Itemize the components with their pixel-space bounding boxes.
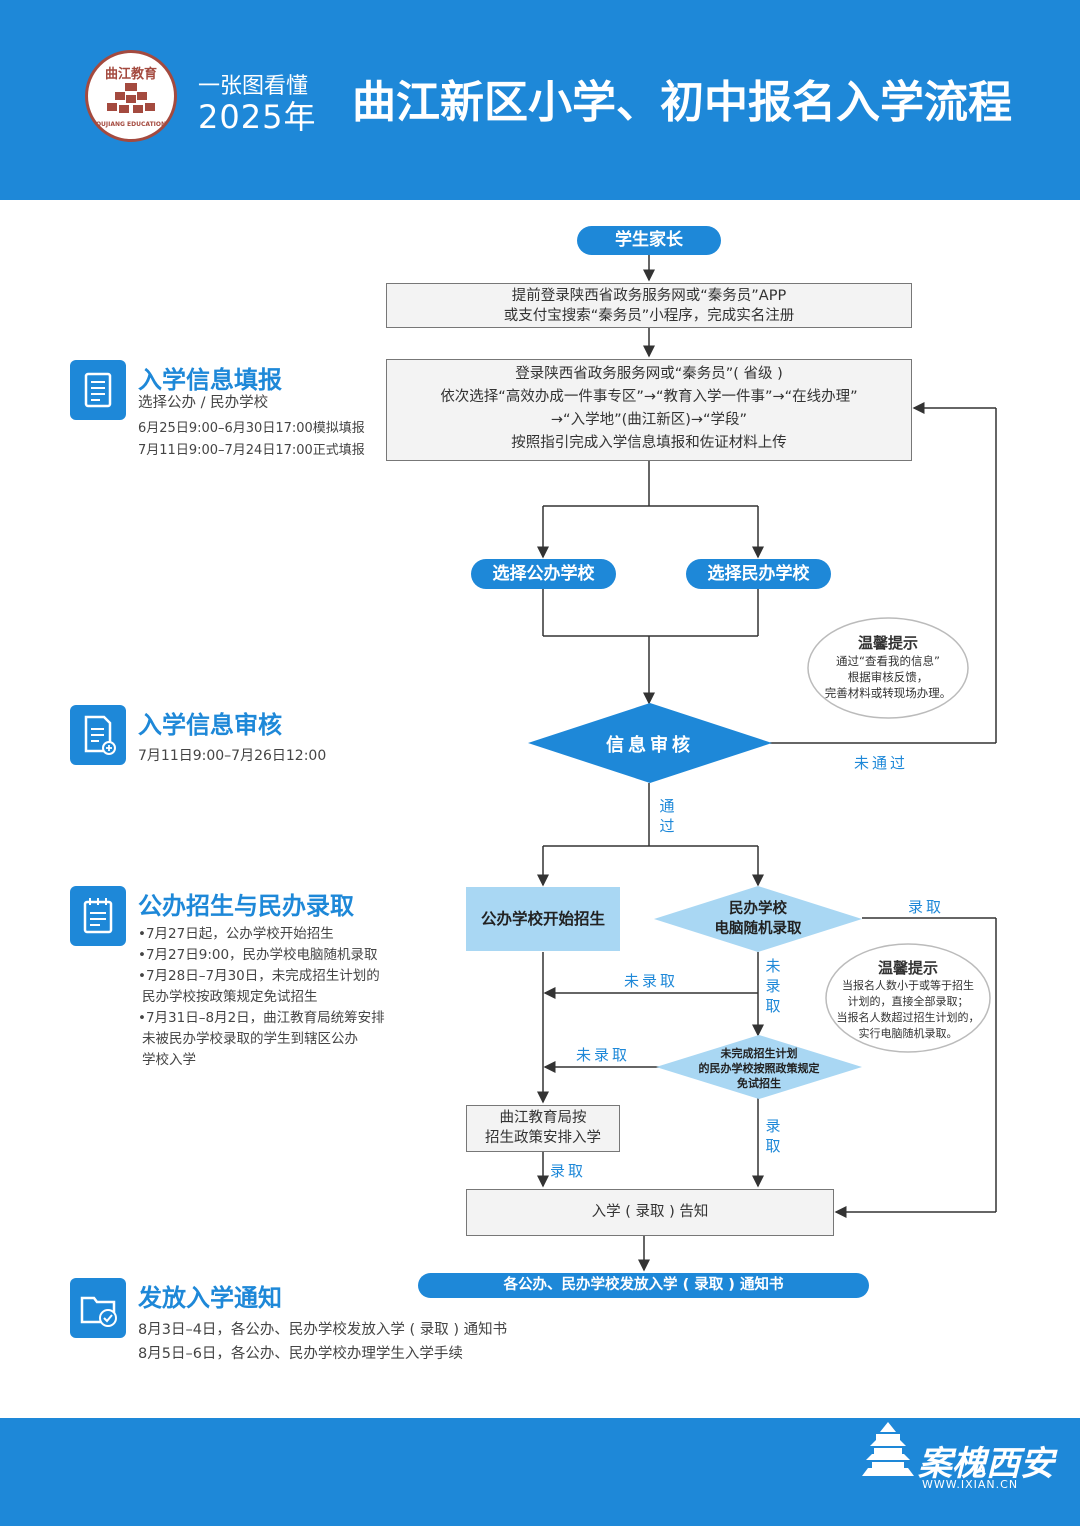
bureau-arrangement-box: 曲江教育局按 招生政策安排入学: [466, 1105, 620, 1152]
tip2-line1: 当报名人数小于或等于招生: [842, 979, 974, 992]
footer-brand: 案槐西安: [918, 1444, 1054, 1484]
section-review-title: 入学信息审核: [138, 711, 282, 739]
page-title: 曲江新区小学、初中报名入学流程: [352, 77, 1012, 128]
private-lottery-line2: 电脑随机录取: [714, 921, 802, 937]
unfinished-plan-text: 未完成招生计划 的民办学校按照政策规定 免试招生: [656, 1046, 862, 1091]
qujiang-education-logo: 曲江教育 QUJIANG EDUCATION: [85, 50, 177, 142]
tip1-title: 温馨提示: [857, 634, 918, 652]
choose-private-school-pill: 选择民办学校: [686, 559, 831, 589]
section-enroll-line4: 民办学校按政策规定免试招生: [142, 989, 318, 1005]
footer-url: WWW.IXIAN.CN: [922, 1478, 1019, 1491]
header-subtitle-year: 2025年: [198, 98, 317, 136]
section-notice-title: 发放入学通知: [138, 1284, 282, 1312]
pagoda-icon: [862, 1422, 914, 1476]
admitted-vertical-label: 录取: [765, 1117, 781, 1155]
choose-private-label: 选择民办学校: [707, 564, 810, 584]
section-fill-title: 入学信息填报: [138, 366, 282, 394]
section-review-icon-box: [70, 705, 126, 765]
start-label: 学生家长: [615, 230, 683, 250]
document-review-icon: [84, 715, 116, 755]
section-notice-line1: 8月3日–4日，各公办、民办学校发放入学 ( 录取 ) 通知书: [138, 1322, 508, 1338]
notice-label: 入学 ( 录取 ) 告知: [591, 1204, 709, 1220]
choose-public-school-pill: 选择公办学校: [471, 559, 616, 589]
step-fill-line1: 登录陕西省政务服务网或“秦务员”( 省级 ): [515, 366, 783, 382]
private-lottery-diamond-shape: [654, 886, 862, 952]
section-fill-line3: 7月11日9:00–7月24日17:00正式填报: [138, 443, 365, 458]
bureau-line1: 曲江教育局按: [499, 1110, 587, 1126]
header-subtitle-line1: 一张图看懂: [198, 74, 309, 99]
header-banner: 曲江教育 QUJIANG EDUCATION 一张图看懂 2025年 曲江新区小…: [0, 0, 1080, 200]
not-admitted-vertical-label: 未录取: [765, 957, 781, 1015]
admitted-label-right: 录取: [908, 898, 945, 916]
tip1-line3: 完善材料或转现场办理。: [824, 686, 952, 700]
tip1-line1: 通过“查看我的信息”: [836, 654, 940, 668]
section-enroll-line7: 学校入学: [142, 1052, 196, 1068]
review-label: 信息审核: [606, 735, 694, 756]
unfinished-plan-diamond-shape: [656, 1035, 862, 1099]
section-enroll-line6: 未被民办学校录取的学生到辖区公办: [142, 1031, 358, 1047]
bureau-line2: 招生政策安排入学: [485, 1130, 601, 1146]
step-fill-line4: 按照指引完成入学信息填报和佐证材料上传: [511, 435, 787, 451]
section-fill-line1: 选择公办 / 民办学校: [138, 395, 269, 411]
step-online-fill-box: 登录陕西省政务服务网或“秦务员”( 省级 ) 依次选择“高效办成一件事专区”→“…: [386, 359, 912, 461]
unfinished-line1: 未完成招生计划: [720, 1047, 798, 1060]
unfinished-line2: 的民办学校按照政策规定: [698, 1062, 820, 1075]
step-fill-line3: →“入学地”(曲江新区)→“学段”: [550, 412, 748, 428]
tip2-line2: 计划的，直接全部录取；: [847, 995, 969, 1008]
tip2-line3: 当报名人数超过招生计划的，: [836, 1011, 980, 1024]
logo-text-bottom: QUJIANG EDUCATION: [95, 121, 167, 128]
choose-public-label: 选择公办学校: [492, 564, 595, 584]
section-review-line1: 7月11日9:00–7月26日12:00: [138, 748, 327, 764]
step-register-line1: 提前登录陕西省政务服务网或“秦务员”APP: [511, 288, 787, 304]
step-fill-line2: 依次选择“高效办成一件事专区”→“教育入学一件事”→“在线办理”: [440, 389, 858, 405]
public-start-label: 公办学校开始招生: [480, 910, 605, 928]
section-enroll-line5: •7月31日–8月2日，曲江教育局统筹安排: [138, 1010, 385, 1026]
final-notice-pill: 各公办、民办学校发放入学 ( 录取 ) 通知书: [418, 1273, 869, 1298]
logo-emblem-icon: [107, 83, 155, 113]
tip-cloud-2: 温馨提示 当报名人数小于或等于招生 计划的，直接全部录取； 当报名人数超过招生计…: [828, 957, 988, 1042]
document-icon: [84, 372, 112, 408]
unfinished-line3: 免试招生: [737, 1077, 781, 1090]
folder-check-icon: [80, 1296, 117, 1327]
tip-cloud-2-shape: [825, 943, 991, 1053]
logo-text-top: 曲江教育: [104, 67, 157, 82]
section-enroll-icon-box: [70, 886, 126, 946]
tip-cloud-1: 温馨提示 通过“查看我的信息” 根据审核反馈， 完善材料或转现场办理。: [812, 632, 964, 701]
section-enroll-line3: •7月28日–7月30日，未完成招生计划的: [138, 968, 380, 984]
notepad-icon: [83, 898, 113, 934]
tip1-line2: 根据审核反馈，: [847, 670, 929, 684]
not-pass-label: 未通过: [854, 754, 909, 772]
section-notice-icon-box: [70, 1278, 126, 1338]
review-diamond-shape: [528, 703, 772, 783]
section-enroll-text: •7月27日起，公办学校开始招生 •7月27日9:00，民办学校电脑随机录取 •…: [138, 924, 385, 1071]
admitted-label-bottom: 录取: [550, 1162, 587, 1180]
section-fill-line2: 6月25日9:00–6月30日17:00模拟填报: [138, 421, 365, 436]
public-enrollment-box: 公办学校开始招生: [466, 887, 620, 951]
step-register-box: 提前登录陕西省政务服务网或“秦务员”APP 或支付宝搜索“秦务员”小程序，完成实…: [386, 283, 912, 328]
section-notice-line2: 8月5日–6日，各公办、民办学校办理学生入学手续: [138, 1346, 463, 1362]
section-fill-icon-box: [70, 360, 126, 420]
private-lottery-line1: 民办学校: [729, 901, 787, 917]
start-parents-pill: 学生家长: [577, 226, 721, 255]
final-label: 各公办、民办学校发放入学 ( 录取 ) 通知书: [503, 1277, 784, 1293]
private-lottery-text: 民办学校 电脑随机录取: [654, 899, 862, 939]
step-register-line2: 或支付宝搜索“秦务员”小程序，完成实名注册: [503, 308, 795, 324]
section-enroll-line2: •7月27日9:00，民办学校电脑随机录取: [138, 947, 378, 963]
section-enroll-title: 公办招生与民办录取: [138, 892, 354, 920]
admission-notice-box: 入学 ( 录取 ) 告知: [466, 1189, 834, 1236]
tip2-line4: 实行电脑随机录取。: [858, 1027, 958, 1040]
tip2-title: 温馨提示: [877, 959, 938, 977]
tip-cloud-1-shape: [807, 617, 969, 719]
section-enroll-line1: •7月27日起，公办学校开始招生: [138, 926, 334, 942]
not-admitted-label-1: 未录取: [624, 972, 679, 990]
not-admitted-label-2: 未录取: [576, 1046, 631, 1064]
pass-label: 通过: [659, 797, 675, 835]
